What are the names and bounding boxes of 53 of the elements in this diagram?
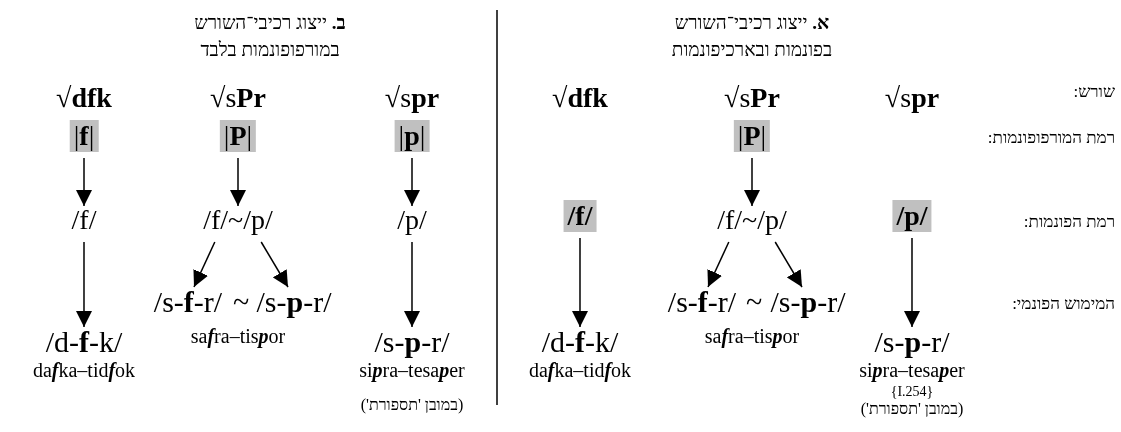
phoneme-notation: /s-p-r/: [770, 285, 846, 319]
panel-title: א. ייצוג רכיבי־השורש בפונמות ובארכיפונמות: [670, 11, 834, 62]
arrow: [707, 241, 730, 288]
arrow: [76, 157, 92, 207]
highlighted-symbol: /p/: [892, 200, 932, 232]
arrow: [404, 241, 420, 328]
phoneme-notation: /s-p-r/: [374, 325, 450, 359]
example-word: safra–tispor: [190, 325, 286, 348]
arrow: [404, 157, 420, 207]
phoneme-notation: /s-f-r/: [667, 285, 737, 319]
root-notation: √dfk: [552, 82, 608, 114]
root-notation: √sPr: [210, 82, 266, 114]
gloss-note: (במובן 'תספורת'): [860, 400, 964, 418]
phoneme-notation: /s-p-r/: [874, 325, 950, 359]
row-label: רמת המורפופונמות:: [987, 128, 1115, 148]
arrow: [76, 241, 92, 328]
panel-title: ב. ייצוג רכיבי־השורש במורפופונמות בלבד: [193, 11, 347, 62]
phoneme-notation: /s-p-r/: [256, 285, 332, 319]
phoneme-notation: /p/: [397, 204, 427, 236]
row-label: רמת הפונמות:: [1023, 212, 1115, 232]
row-label: שורש:: [1073, 82, 1115, 102]
phoneme-notation: /f/~/p/: [717, 204, 787, 236]
highlighted-symbol: |P|: [733, 120, 771, 152]
root-notation: √spr: [884, 82, 940, 114]
phoneme-notation: /d-f-k/: [45, 325, 123, 359]
root-notation: √spr: [384, 82, 440, 114]
example-word: safra–tispor: [704, 325, 800, 348]
example-word: dafka–tidfok: [528, 359, 632, 382]
phoneme-notation: /f/~/p/: [203, 204, 273, 236]
example-word: sipra–tesaper: [859, 359, 965, 382]
arrow: [230, 157, 246, 207]
phoneme-notation: /f/: [71, 204, 97, 236]
arrow: [193, 241, 216, 288]
alternation-sign: ~: [232, 285, 250, 319]
gloss-note: (במובן 'תספורת'): [360, 396, 464, 414]
root-notation: √dfk: [56, 82, 112, 114]
highlighted-symbol: /f/: [563, 200, 597, 232]
arrow: [260, 241, 289, 288]
arrow: [572, 237, 588, 328]
phoneme-notation: /d-f-k/: [541, 325, 619, 359]
root-notation: √sPr: [724, 82, 780, 114]
alternation-sign: ~: [745, 285, 763, 319]
highlighted-symbol: |P|: [219, 120, 257, 152]
arrow: [744, 157, 760, 207]
reference-note: {I.254}: [890, 384, 934, 400]
highlighted-symbol: |f|: [69, 120, 99, 152]
arrow: [904, 237, 920, 328]
row-label: המימוש הפונמי:: [1012, 294, 1115, 314]
example-word: sipra–tesaper: [359, 359, 465, 382]
example-word: dafka–tidfok: [32, 359, 136, 382]
highlighted-symbol: |p|: [394, 120, 430, 152]
arrow: [774, 241, 803, 288]
phoneme-notation: /s-f-r/: [153, 285, 223, 319]
